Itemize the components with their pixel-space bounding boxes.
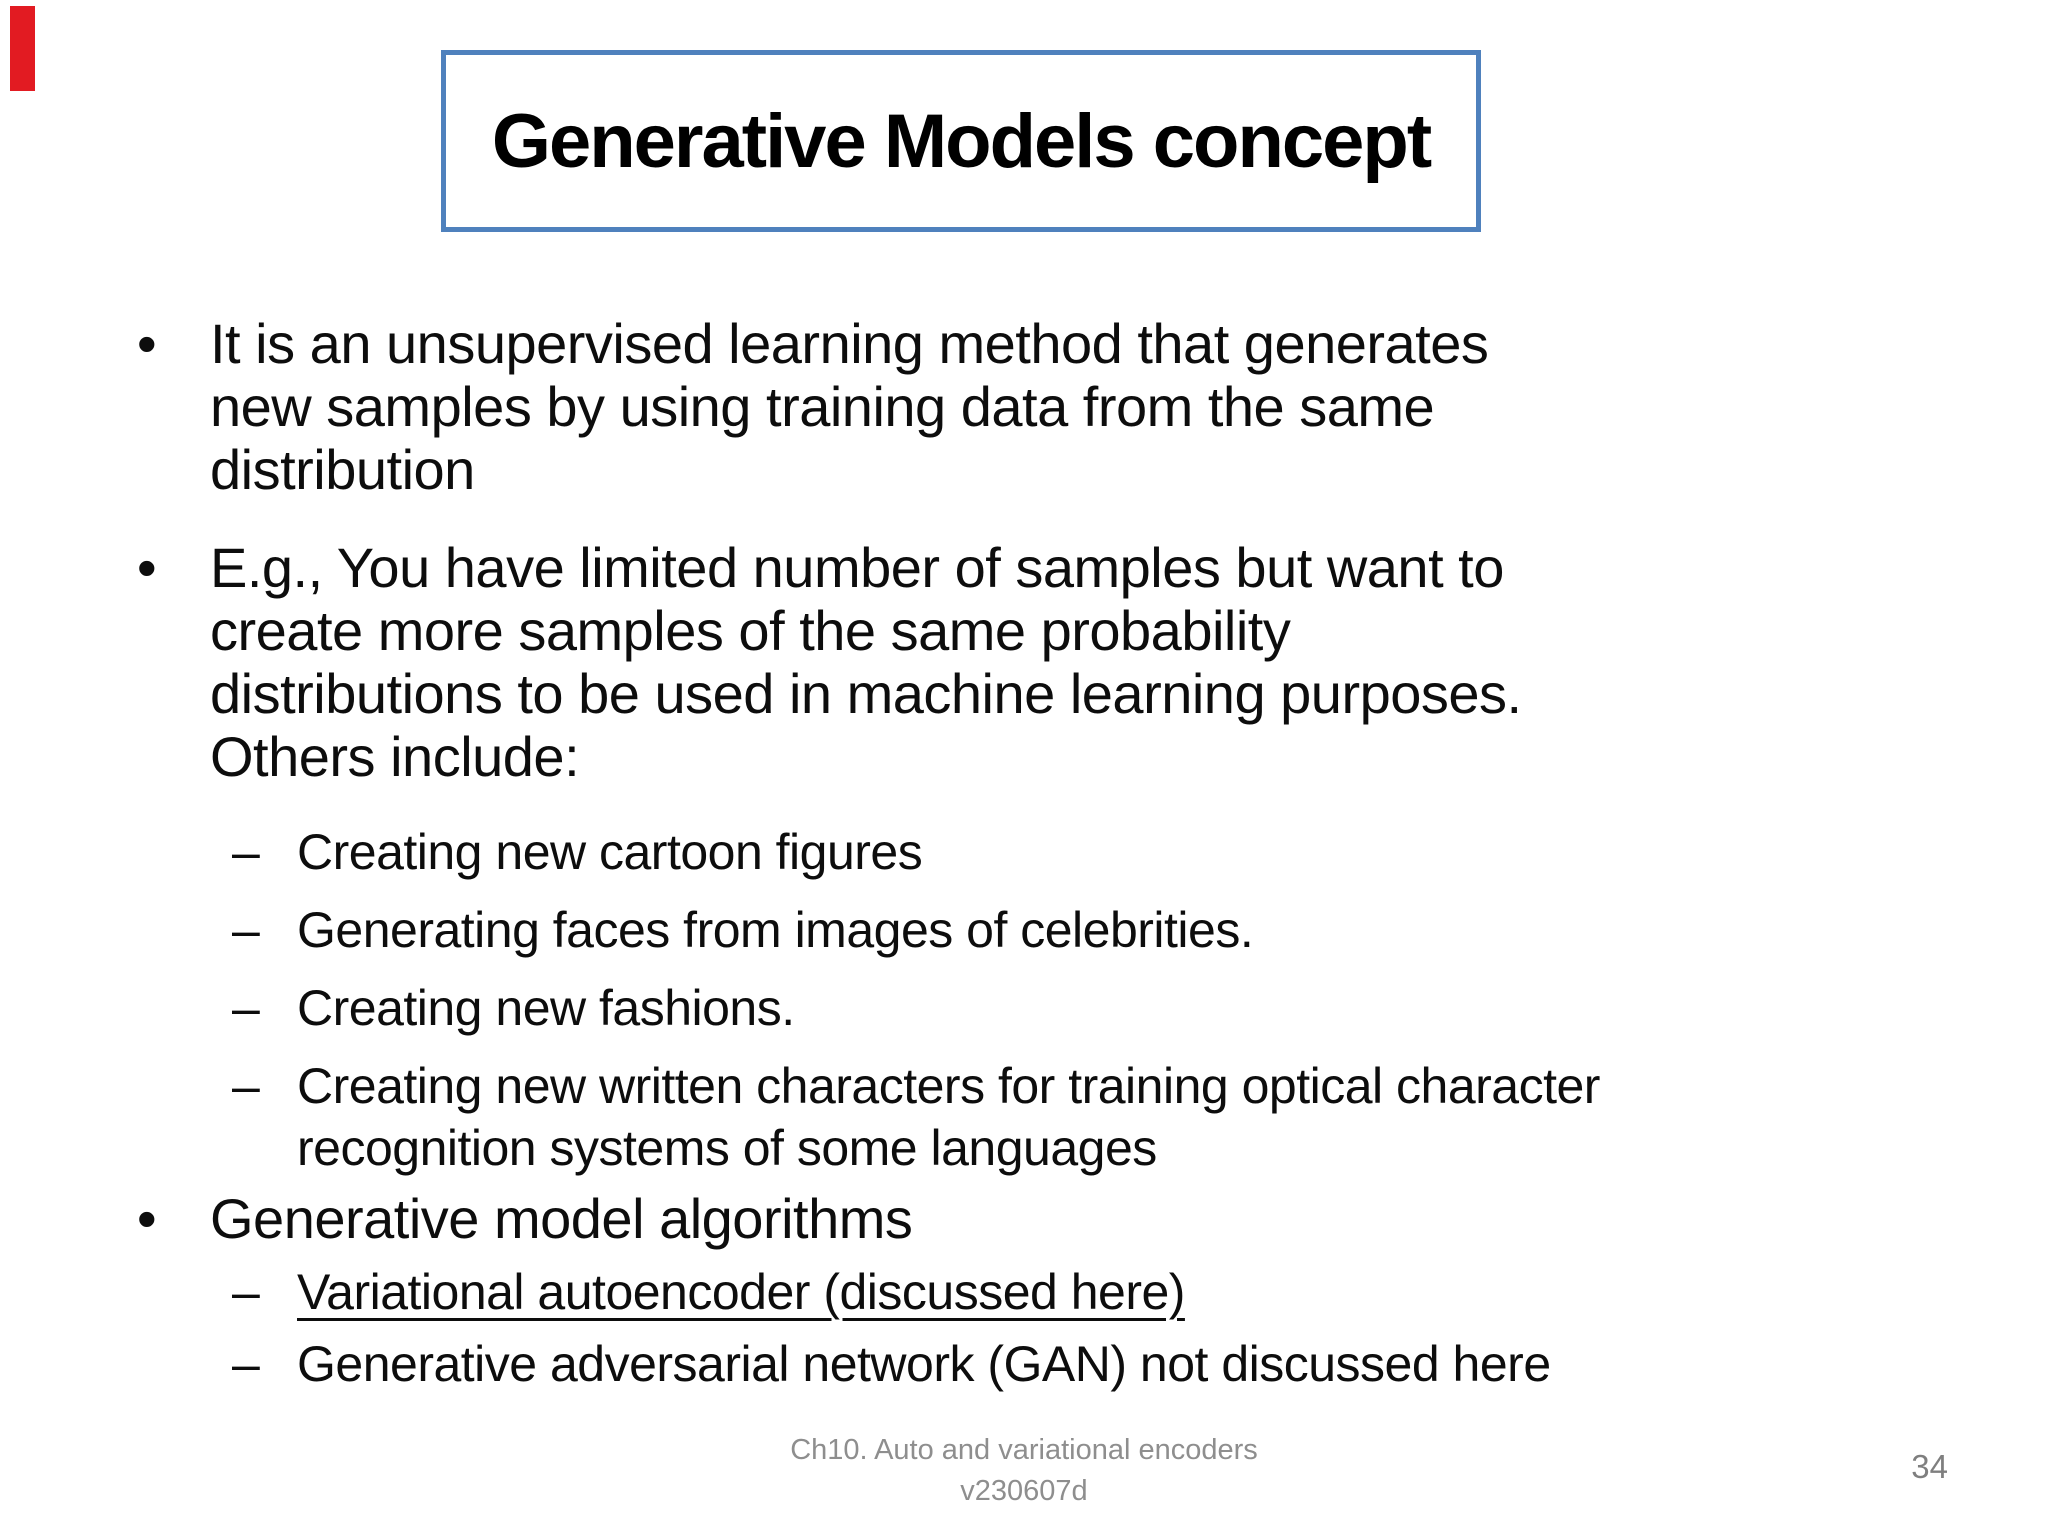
- bullet-line: Creating new written characters for trai…: [297, 1058, 1600, 1114]
- bullet-line: Creating new cartoon figures: [297, 824, 923, 880]
- dash-icon: –: [232, 824, 260, 880]
- sub-bullet-item-5: – Variational autoencoder (discussed her…: [232, 1261, 1967, 1323]
- bullet-item-2: • E.g., You have limited number of sampl…: [137, 536, 1967, 788]
- bullet-line: Others include:: [210, 725, 580, 788]
- title-box: Generative Models concept: [441, 50, 1481, 232]
- bullet-item-1: • It is an unsupervised learning method …: [137, 312, 1967, 501]
- bullet-line: Creating new fashions.: [297, 980, 795, 1036]
- bullet-line: create more samples of the same probabil…: [210, 599, 1291, 662]
- dash-icon: –: [232, 1336, 260, 1392]
- sub-bullet-item-1: – Creating new cartoon figures: [232, 821, 1967, 883]
- bullet-line: E.g., You have limited number of samples…: [210, 536, 1504, 599]
- dash-icon: –: [232, 1058, 260, 1114]
- sub-bullet-item-2: – Generating faces from images of celebr…: [232, 899, 1967, 961]
- dash-icon: –: [232, 1264, 260, 1320]
- bullet-line: Generative model algorithms: [210, 1187, 913, 1250]
- bullet-line: Generative adversarial network (GAN) not…: [297, 1336, 1551, 1392]
- footer-title: Ch10. Auto and variational encoders: [790, 1434, 1258, 1466]
- bullet-line: It is an unsupervised learning method th…: [210, 312, 1489, 375]
- bullet-line: distribution: [210, 438, 475, 501]
- bullet-line-underlined: Variational autoencoder (discussed here): [297, 1264, 1185, 1320]
- slide-footer: Ch10. Auto and variational encoders v230…: [790, 1430, 1258, 1512]
- dash-icon: –: [232, 902, 260, 958]
- bullet-dot-icon: •: [137, 1187, 157, 1250]
- bullet-item-3: • Generative model algorithms: [137, 1187, 1967, 1250]
- bullet-line: recognition systems of some languages: [297, 1120, 1157, 1176]
- bullet-line: Generating faces from images of celebrit…: [297, 902, 1254, 958]
- bullet-line: distributions to be used in machine lear…: [210, 662, 1522, 725]
- sub-bullet-item-4: – Creating new written characters for tr…: [232, 1055, 1967, 1179]
- bullet-line: new samples by using training data from …: [210, 375, 1435, 438]
- slide-body: • It is an unsupervised learning method …: [137, 312, 1967, 1395]
- sub-bullet-item-6: – Generative adversarial network (GAN) n…: [232, 1333, 1967, 1395]
- red-marker: [10, 6, 35, 91]
- dash-icon: –: [232, 980, 260, 1036]
- bullet-dot-icon: •: [137, 536, 157, 599]
- slide-title: Generative Models concept: [491, 98, 1432, 184]
- footer-version: v230607d: [960, 1475, 1088, 1507]
- page-number: 34: [1911, 1448, 1948, 1485]
- bullet-dot-icon: •: [137, 312, 157, 375]
- sub-bullet-item-3: – Creating new fashions.: [232, 977, 1967, 1039]
